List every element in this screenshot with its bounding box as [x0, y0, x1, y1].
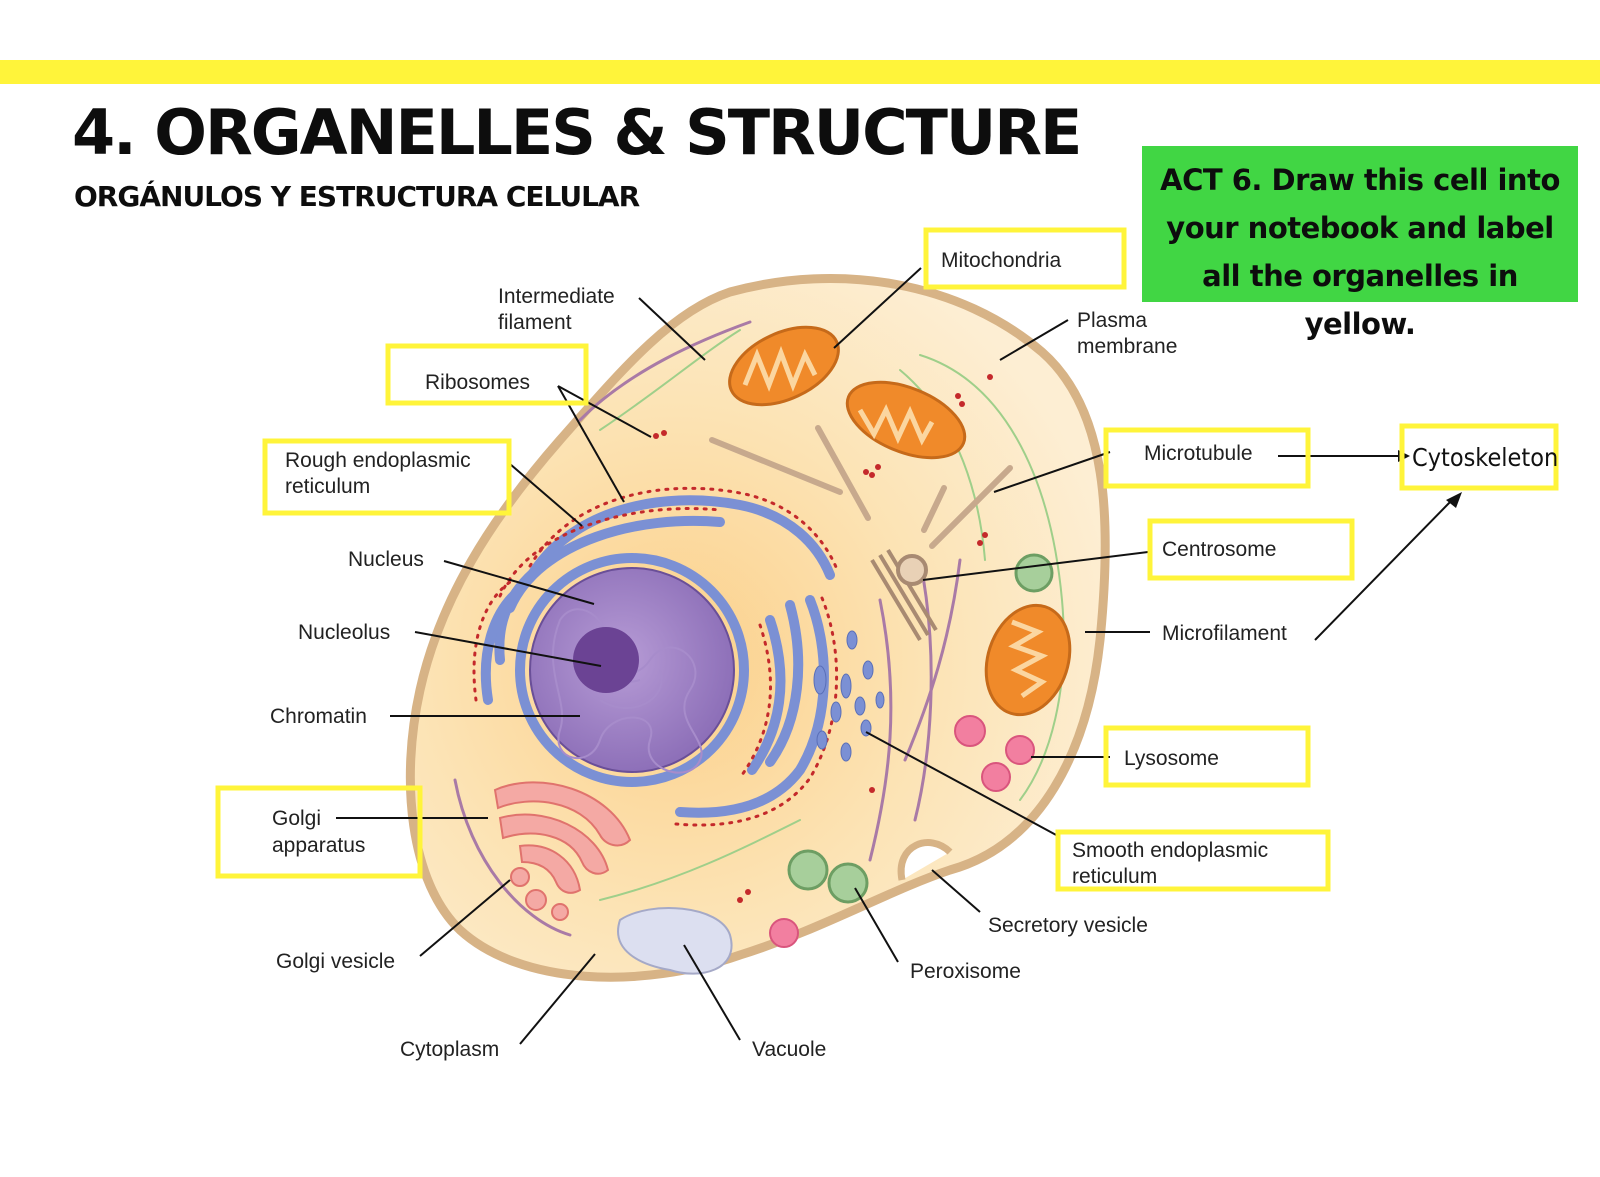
label-ribosomes: Ribosomes — [425, 371, 530, 394]
nucleolus — [573, 627, 639, 693]
label-microtubule: Microtubule — [1144, 442, 1253, 465]
microtubules — [709, 425, 1013, 549]
label-mitochondria: Mitochondria — [941, 249, 1062, 272]
highlight-box-lysosome — [1103, 725, 1311, 788]
highlight-box-rough-er — [262, 438, 512, 516]
highlight-box-centrosome — [1147, 518, 1355, 581]
label-centrosome: Centrosome — [1162, 538, 1276, 561]
yellow-top-bar — [0, 60, 1600, 84]
golgi-apparatus — [493, 781, 632, 921]
label-peroxisome: Peroxisome — [910, 960, 1021, 983]
highlight-box-cytoskeleton — [1399, 423, 1559, 491]
secretory-vesicle — [897, 839, 953, 881]
label-nucleolus: Nucleolus — [298, 621, 390, 644]
activity-instruction: ACT 6. Draw this cell into your notebook… — [1142, 146, 1578, 341]
peroxisomes — [787, 553, 1054, 904]
label-intermediate-filament-line2: filament — [498, 311, 572, 334]
label-golgi-line1: Golgi — [272, 807, 321, 830]
label-cytoskeleton: Cytoskeleton — [1412, 443, 1558, 472]
label-golgi-line2: apparatus — [272, 834, 365, 857]
nucleus-envelope — [515, 553, 749, 787]
page-title: 4. ORGANELLES & STRUCTURE — [72, 96, 1082, 169]
label-microfilament: Microfilament — [1162, 622, 1287, 645]
label-plasma-membrane-line2: membrane — [1077, 335, 1177, 358]
filaments — [453, 320, 1065, 937]
centrosome — [870, 548, 938, 642]
label-smooth-er-line2: reticulum — [1072, 865, 1157, 888]
mitochondria — [728, 325, 1072, 717]
highlight-box-microtubule — [1103, 427, 1311, 489]
label-chromatin: Chromatin — [270, 705, 367, 728]
label-secretory-vesicle: Secretory vesicle — [988, 914, 1148, 937]
label-rough-er-line2: reticulum — [285, 475, 370, 498]
label-golgi-vesicle: Golgi vesicle — [276, 950, 395, 973]
highlight-boxes — [215, 227, 1559, 892]
highlight-box-golgi — [215, 785, 423, 879]
label-intermediate-filament-line1: Intermediate — [498, 285, 615, 308]
label-plasma-membrane-line1: Plasma — [1077, 309, 1147, 332]
free-ribosomes — [653, 374, 993, 903]
label-cytoplasm: Cytoplasm — [400, 1038, 499, 1061]
highlight-box-ribosomes — [385, 343, 589, 406]
label-lysosome: Lysosome — [1124, 747, 1219, 770]
label-rough-er-line1: Rough endoplasmic — [285, 449, 471, 472]
label-smooth-er-line1: Smooth endoplasmic — [1072, 839, 1268, 862]
vacuole — [617, 907, 733, 975]
lysosomes — [769, 715, 1035, 948]
arrowhead-icon — [1446, 492, 1462, 508]
ribosomes-on-er — [472, 486, 839, 827]
label-nucleus: Nucleus — [348, 548, 424, 571]
leader-lines — [336, 267, 1150, 1045]
page-subtitle: ORGÁNULOS Y ESTRUCTURA CELULAR — [74, 180, 640, 213]
highlight-box-mitochondria — [923, 227, 1127, 290]
label-vacuole: Vacuole — [752, 1038, 826, 1061]
highlight-box-smooth-er — [1055, 829, 1331, 892]
smooth-endoplasmic-reticulum — [813, 630, 885, 762]
